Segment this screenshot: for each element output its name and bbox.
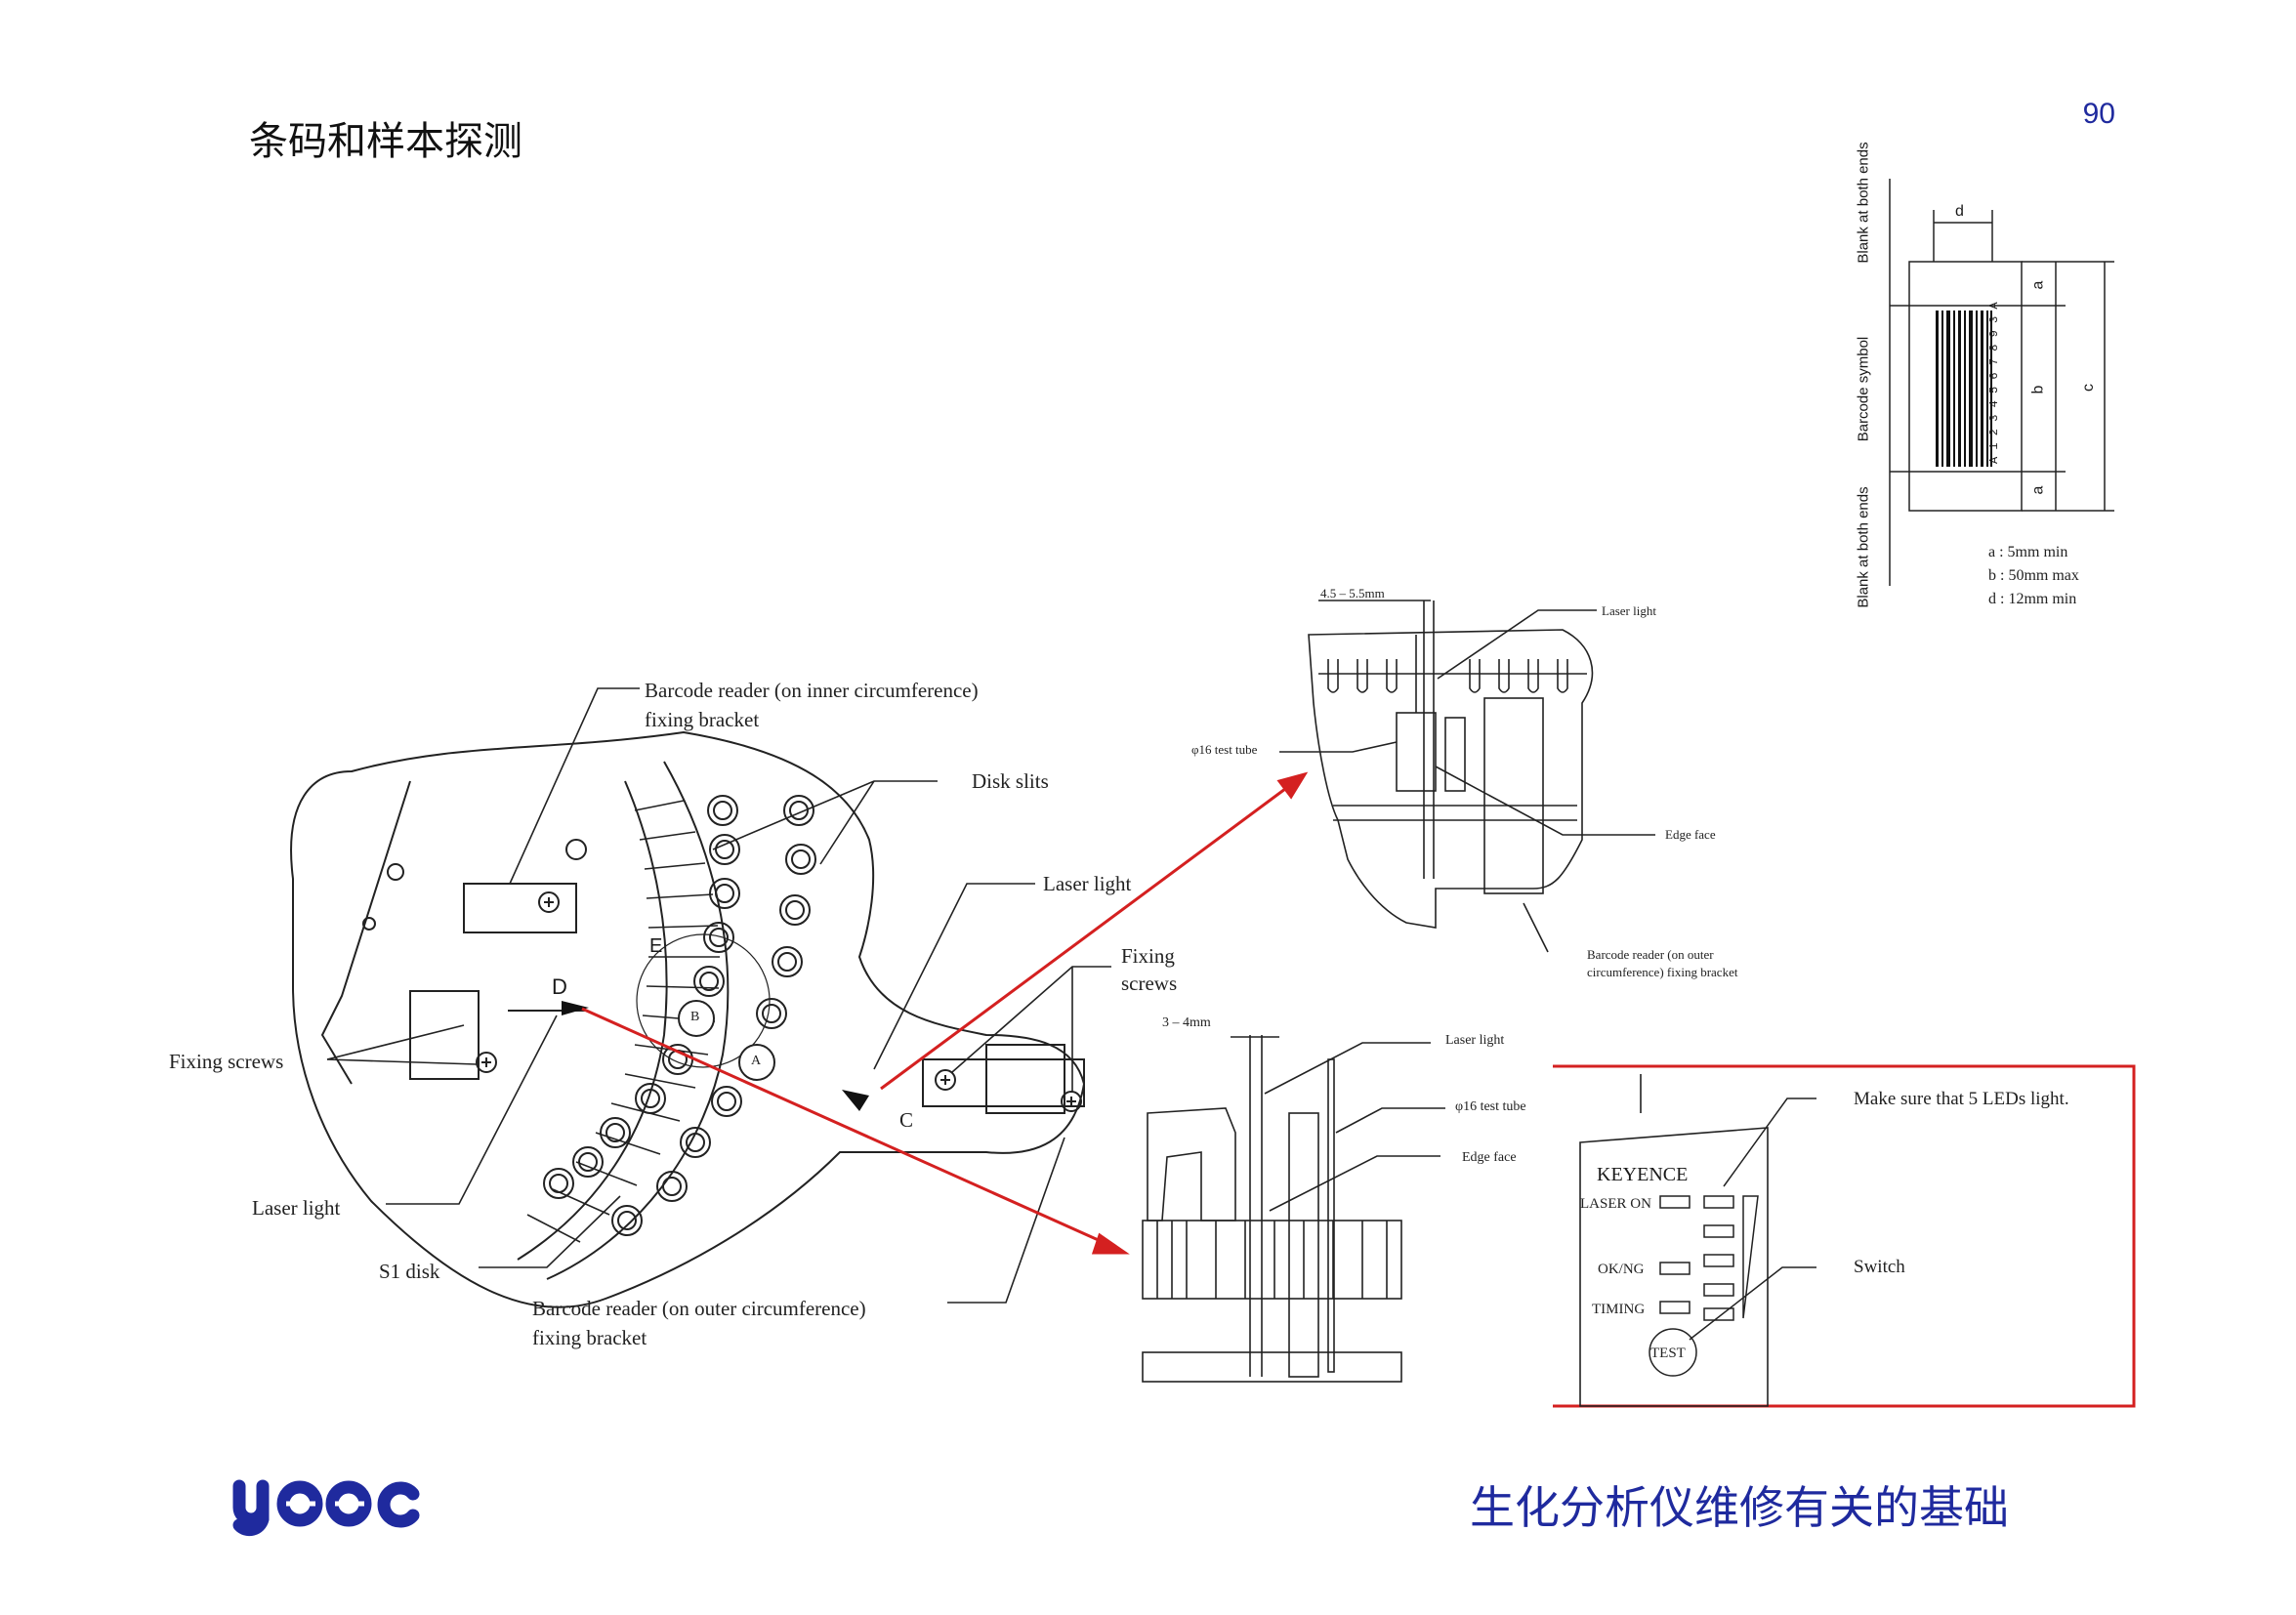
marker-a-circle — [738, 1044, 775, 1081]
top-detail-test-tube: φ16 test tube — [1191, 742, 1258, 757]
label-inner-bracket-2: fixing bracket — [645, 708, 760, 731]
bottom-detail-edge-face: Edge face — [1462, 1150, 1517, 1165]
barcode-spec-a: a : 5mm min — [1988, 544, 2068, 560]
keyence-laser-on: LASER ON — [1580, 1196, 1651, 1212]
keyence-panel-frame — [1553, 1064, 2136, 1408]
barcode-dim-a-top: a — [2029, 280, 2047, 290]
yeec-logo — [230, 1474, 435, 1547]
barcode-spec-drawing — [1889, 179, 2114, 586]
barcode-blank-bottom: Blank at both ends — [1855, 486, 1872, 608]
marker-d: D — [552, 974, 567, 999]
top-detail-bracket-1: Barcode reader (on outer — [1587, 947, 1714, 962]
keyence-brand: KEYENCE — [1597, 1164, 1689, 1185]
label-inner-bracket-1: Barcode reader (on inner circumference) — [645, 679, 979, 702]
top-detail-bracket-2: circumference) fixing bracket — [1587, 965, 1738, 979]
bottom-detail-laser-light: Laser light — [1445, 1033, 1505, 1048]
label-laser-light-right: Laser light — [1043, 872, 1132, 895]
barcode-dim-b: b — [2029, 385, 2047, 394]
barcode-digits: A 1 2 3 4 5 6 7 8 9 3 A — [1987, 302, 2001, 464]
outer-bracket — [922, 1058, 1085, 1107]
note-five-leds: Make sure that 5 LEDs light. — [1854, 1089, 2069, 1109]
label-laser-light-left: Laser light — [252, 1196, 341, 1220]
barcode-bars — [1936, 311, 1992, 467]
top-detail-dimension: 4.5 – 5.5mm — [1320, 586, 1385, 600]
marker-a: A — [751, 1054, 762, 1068]
keyence-test-switch[interactable]: TEST — [1650, 1346, 1686, 1361]
top-detail-edge-face: Edge face — [1665, 827, 1716, 842]
keyence-ok-ng: OK/NG — [1598, 1262, 1645, 1277]
inner-bracket — [463, 883, 577, 933]
label-fixing-screws-right-2: screws — [1121, 972, 1178, 995]
s1-disk-inner-arc — [517, 780, 668, 1261]
barcode-dim-d: d — [1955, 203, 1964, 220]
top-detail-laser-light: Laser light — [1602, 603, 1656, 618]
barcode-spec-d: d : 12mm min — [1988, 591, 2077, 607]
barcode-blank-top: Blank at both ends — [1855, 142, 1872, 264]
top-detail-drawing — [1279, 600, 1655, 953]
sample-cups — [543, 795, 816, 1236]
label-outer-bracket-2: fixing bracket — [532, 1326, 647, 1349]
bottom-detail-test-tube: φ16 test tube — [1455, 1099, 1526, 1114]
page-number: 90 — [2082, 98, 2115, 130]
note-switch: Switch — [1854, 1257, 1905, 1277]
label-fixing-screws-right-1: Fixing — [1121, 944, 1175, 968]
label-outer-bracket-1: Barcode reader (on outer circumference) — [532, 1297, 866, 1320]
label-fixing-screws-left: Fixing screws — [169, 1050, 284, 1073]
barcode-dim-a-bottom: a — [2029, 485, 2047, 495]
label-s1-disk: S1 disk — [379, 1260, 440, 1283]
bottom-detail-drawing — [1142, 1035, 1445, 1383]
marker-b-circle — [678, 1000, 715, 1037]
barcode-symbol-label: Barcode symbol — [1855, 336, 1872, 442]
marker-b: B — [690, 1010, 700, 1024]
keyence-timing: TIMING — [1592, 1302, 1646, 1317]
page-title: 条码和样本探测 — [249, 119, 522, 164]
footer-caption: 生化分析仪维修有关的基础 — [1470, 1481, 2009, 1534]
keyence-leds — [1649, 1097, 1816, 1377]
barcode-dim-c: c — [2080, 384, 2097, 392]
barcode-spec-b: b : 50mm max — [1988, 567, 2079, 584]
housing-outline — [290, 730, 1086, 1308]
marker-c: C — [899, 1108, 914, 1132]
housing-inner-wall — [320, 780, 411, 1085]
label-disk-slits: Disk slits — [972, 769, 1049, 793]
marker-e: E — [649, 935, 663, 957]
bottom-detail-dimension: 3 – 4mm — [1162, 1015, 1211, 1030]
